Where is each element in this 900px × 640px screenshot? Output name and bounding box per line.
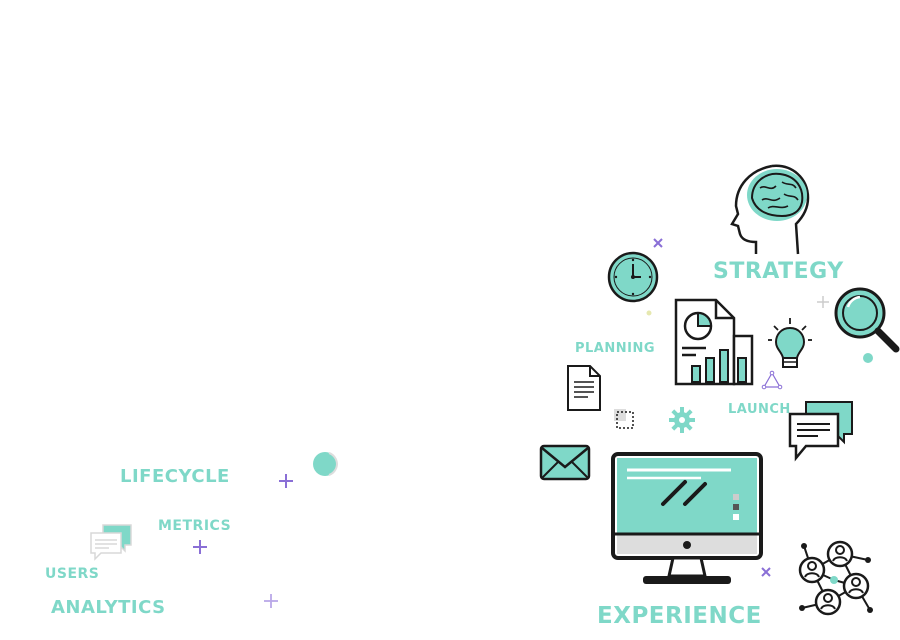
label-users: USERS bbox=[45, 566, 100, 582]
lightbulb-icon bbox=[768, 318, 812, 368]
label-metrics: METRICS bbox=[158, 518, 232, 534]
plus-mark-icon bbox=[279, 474, 293, 488]
brain-head-icon bbox=[730, 164, 810, 255]
label-planning: PLANNING bbox=[575, 341, 656, 356]
plus-mark-icon bbox=[193, 540, 207, 554]
cross-mark-icon bbox=[761, 567, 771, 577]
label-analytics: ANALYTICS bbox=[51, 597, 166, 618]
plus-mark-icon bbox=[264, 594, 278, 608]
envelope-icon bbox=[539, 444, 591, 481]
clock-icon bbox=[607, 251, 659, 303]
magnifier-icon bbox=[834, 287, 900, 353]
gear-icon bbox=[669, 407, 695, 433]
triangle-node-icon bbox=[761, 370, 783, 390]
cross-mark-icon bbox=[653, 238, 663, 248]
desktop-monitor-icon bbox=[611, 452, 763, 584]
report-chart-icon bbox=[674, 298, 754, 386]
plus-mark-icon bbox=[817, 296, 829, 308]
dot-mark-icon bbox=[646, 310, 652, 316]
label-strategy: STRATEGY bbox=[713, 259, 844, 284]
dot-mark-icon bbox=[863, 353, 873, 363]
document-icon bbox=[567, 365, 601, 411]
selection-square-icon bbox=[614, 409, 634, 429]
chat-bubbles-icon bbox=[788, 401, 853, 462]
user-network-icon bbox=[798, 540, 873, 616]
small-chat-bubbles-icon bbox=[90, 524, 132, 561]
sphere-icon bbox=[313, 452, 339, 476]
label-experience: EXPERIENCE bbox=[597, 603, 762, 629]
label-lifecycle: LIFECYCLE bbox=[120, 466, 230, 487]
label-launch: LAUNCH bbox=[728, 402, 791, 417]
